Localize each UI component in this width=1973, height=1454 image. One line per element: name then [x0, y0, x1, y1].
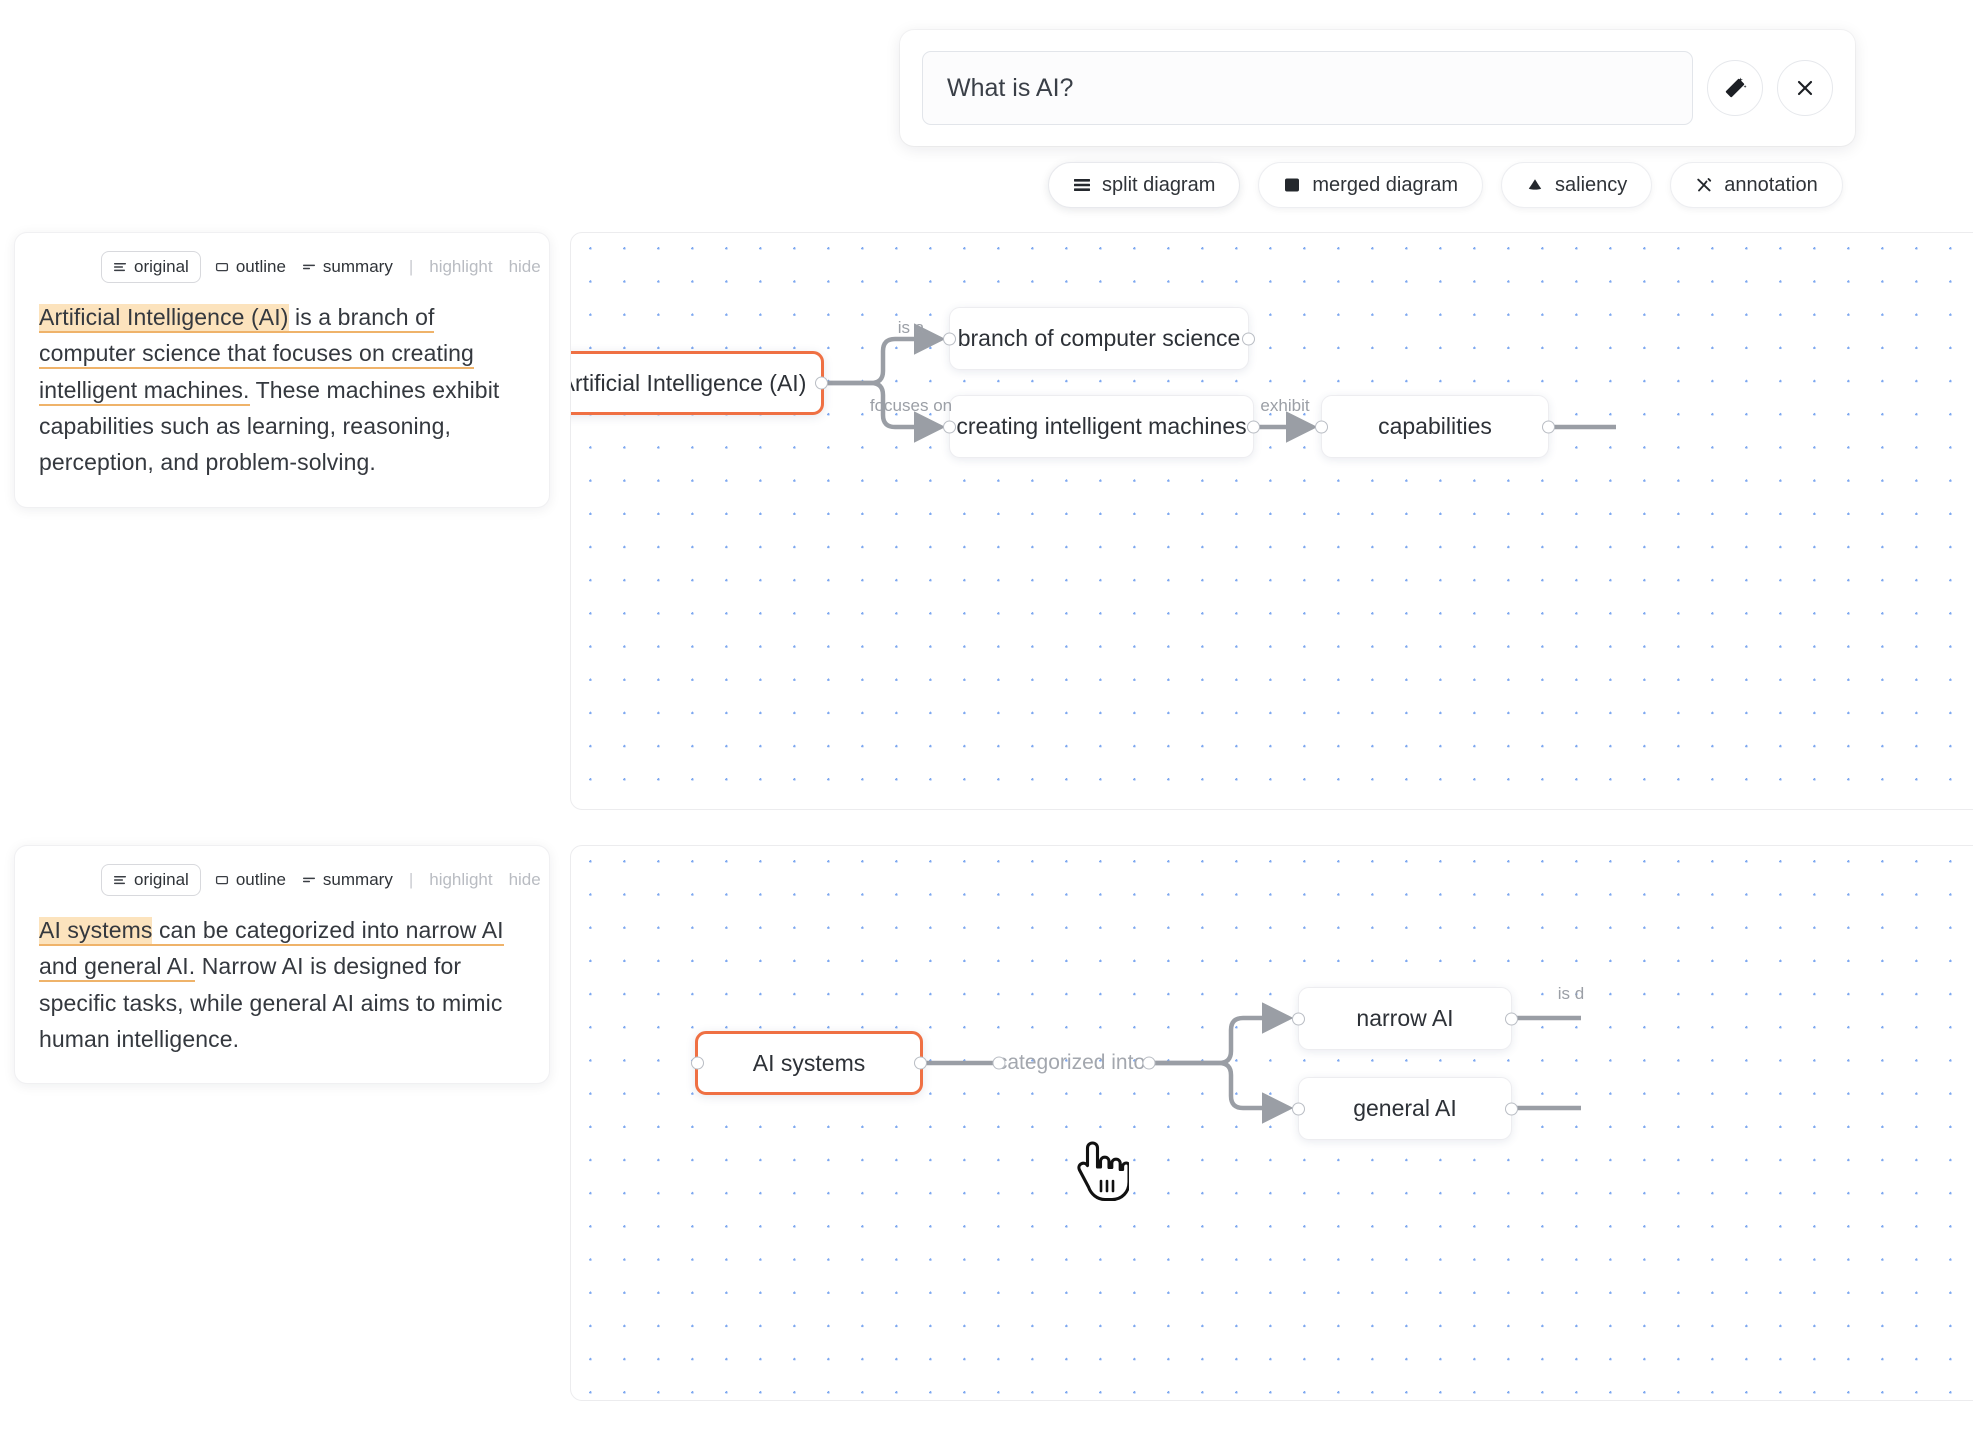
view-summary-label: summary: [322, 870, 393, 889]
diagram-node-creating-intelligent-machines[interactable]: creating intelligent machines: [943, 395, 1260, 458]
view-outline-button[interactable]: outline: [213, 865, 288, 895]
card-text: Artificial Intelligence (AI) is a branch…: [39, 299, 525, 481]
rectangle-outline-icon: [215, 875, 228, 885]
node-label: creating intelligent machines: [956, 413, 1247, 439]
view-outline-label: outline: [235, 257, 286, 276]
view-mode-toolbar: split diagram merged diagram saliency an…: [1048, 162, 1843, 208]
edge-label-is-designed[interactable]: is d: [1557, 984, 1585, 1003]
edge-label-exhibit[interactable]: exhibit: [1260, 396, 1310, 415]
mode-chip-merged-diagram[interactable]: merged diagram: [1258, 162, 1484, 208]
hide-toggle[interactable]: hide: [508, 870, 541, 889]
mode-chip-label: saliency: [1555, 173, 1628, 196]
edge-label-is-a[interactable]: is a: [897, 318, 925, 337]
node-handle-left[interactable]: [1315, 420, 1328, 433]
diagram-node-branch-of-computer-science[interactable]: branch of computer science: [943, 307, 1255, 370]
node-handle-right[interactable]: [1242, 332, 1255, 345]
mode-chip-label: annotation: [1724, 173, 1818, 196]
source-text-card-2: original outline summary | highlight hid…: [14, 845, 550, 1085]
edge-wires: [824, 323, 1616, 443]
view-summary-button[interactable]: summary: [300, 252, 395, 282]
text-segment-plain: These machines exhibit capabilities such…: [39, 376, 500, 476]
node-handle-left[interactable]: [691, 1056, 704, 1070]
node-label: AI systems: [752, 1049, 866, 1076]
text-segment-underline[interactable]: can be categorized into narrow AI and ge…: [39, 917, 504, 983]
diagram-canvas-bottom[interactable]: AI systems categorized into narrow AI ge…: [570, 845, 1973, 1401]
diagram-canvas-top[interactable]: Artificial Intelligence (AI) branch of c…: [570, 232, 1973, 810]
card-toolbar: original outline summary | highlight hid…: [39, 251, 541, 283]
source-text-card-1: original outline summary | highlight hid…: [14, 232, 550, 508]
node-label: Artificial Intelligence (AI): [570, 369, 807, 396]
view-original-label: original: [134, 257, 189, 276]
generate-button[interactable]: [1707, 60, 1763, 116]
edge-handle-left[interactable]: [992, 1056, 1006, 1070]
summary-lines-icon: [302, 877, 315, 883]
view-original-label: original: [134, 870, 189, 889]
rectangle-outline-icon: [215, 262, 228, 272]
view-outline-label: outline: [235, 870, 286, 889]
filled-square-icon: [1283, 176, 1301, 194]
node-label: capabilities: [1378, 413, 1492, 439]
search-input[interactable]: [922, 51, 1693, 125]
highlight-toggle[interactable]: highlight: [429, 257, 493, 276]
edge-handle-right[interactable]: [1142, 1056, 1156, 1070]
node-handle-right[interactable]: [914, 1056, 927, 1070]
magic-wand-icon: [1722, 75, 1748, 101]
text-segment-underline[interactable]: is a branch of computer science that foc…: [39, 304, 474, 406]
node-handle-right[interactable]: [815, 376, 828, 390]
view-outline-button[interactable]: outline: [213, 252, 288, 282]
node-handle-left[interactable]: [1292, 1012, 1305, 1025]
text-segment-highlight[interactable]: AI systems: [39, 917, 153, 946]
lines-icon: [114, 263, 126, 272]
diagram-node-narrow-ai[interactable]: narrow AI: [1292, 987, 1518, 1050]
mode-chip-label: split diagram: [1102, 173, 1216, 196]
diagram-node-capabilities[interactable]: capabilities: [1315, 395, 1555, 458]
node-label: narrow AI: [1356, 1005, 1454, 1031]
node-handle-left[interactable]: [1292, 1102, 1305, 1115]
diagram-node-general-ai[interactable]: general AI: [1292, 1077, 1518, 1140]
text-segment-plain: Narrow AI is designed for specific tasks…: [39, 953, 503, 1052]
node-label: general AI: [1353, 1095, 1457, 1121]
edge-wires: [923, 1002, 1581, 1124]
toolbar-separator: |: [408, 870, 414, 889]
stacked-lines-icon: [1073, 176, 1091, 194]
pen-stroke-icon: [1695, 176, 1713, 194]
toolbar-separator: |: [408, 257, 414, 276]
mode-chip-split-diagram[interactable]: split diagram: [1048, 162, 1241, 208]
card-toolbar: original outline summary | highlight hid…: [39, 864, 541, 896]
edge-label-focuses-on[interactable]: focuses on: [869, 396, 953, 415]
view-summary-label: summary: [322, 257, 393, 276]
node-handle-right[interactable]: [1542, 420, 1555, 433]
node-label: branch of computer science: [957, 325, 1241, 351]
node-handle-right[interactable]: [1505, 1012, 1518, 1025]
summary-lines-icon: [302, 264, 315, 270]
mode-chip-label: merged diagram: [1312, 173, 1459, 196]
view-summary-button[interactable]: summary: [300, 865, 395, 895]
lines-icon: [114, 876, 126, 885]
mode-chip-saliency[interactable]: saliency: [1501, 162, 1653, 208]
close-icon: [1793, 76, 1817, 100]
node-handle-left[interactable]: [943, 332, 956, 345]
node-handle-right[interactable]: [1505, 1102, 1518, 1115]
diagram-node-artificial-intelligence[interactable]: Artificial Intelligence (AI): [570, 351, 828, 415]
highlight-toggle[interactable]: highlight: [429, 870, 493, 889]
node-handle-right[interactable]: [1247, 420, 1260, 433]
triangle-cone-icon: [1526, 176, 1544, 194]
node-handle-left[interactable]: [943, 420, 956, 433]
close-button[interactable]: [1777, 60, 1833, 116]
view-original-button[interactable]: original: [101, 251, 201, 283]
view-original-button[interactable]: original: [101, 864, 201, 896]
diagram-node-ai-systems[interactable]: AI systems: [691, 1031, 927, 1095]
text-segment-highlight[interactable]: Artificial Intelligence (AI): [39, 304, 289, 333]
mode-chip-annotation[interactable]: annotation: [1670, 162, 1843, 208]
search-bar: [900, 30, 1855, 146]
hide-toggle[interactable]: hide: [508, 257, 541, 276]
card-text: AI systems can be categorized into narro…: [39, 912, 525, 1057]
edge-label-categorized-into[interactable]: categorized into: [996, 1051, 1146, 1074]
